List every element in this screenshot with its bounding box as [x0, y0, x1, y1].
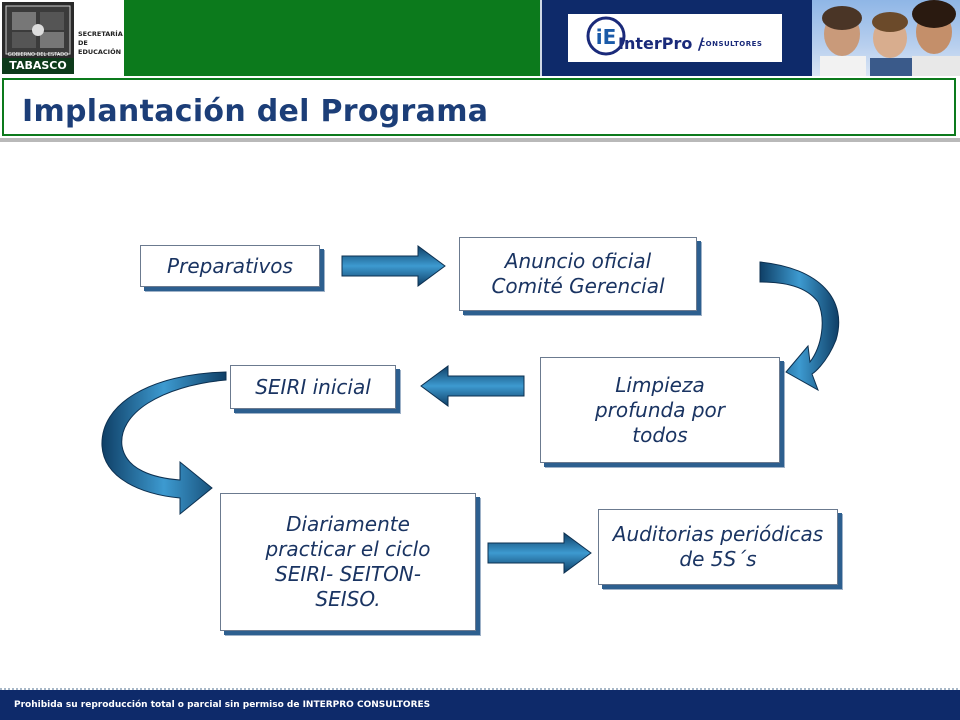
- arrow-preparativos-to-anuncio: [341, 245, 446, 287]
- logo-small-text: GOBIERNO DEL ESTADO: [7, 52, 69, 58]
- logo-name: TABASCO: [2, 58, 74, 74]
- step-limpieza-label: Limpieza profunda por todos: [594, 372, 725, 447]
- crest-icon: [2, 2, 74, 58]
- people-photo: [812, 0, 960, 76]
- page-title: Implantación del Programa: [22, 94, 489, 129]
- footer-text: Prohibida su reproducción total o parcia…: [14, 700, 431, 710]
- tabasco-logo: GOBIERNO DEL ESTADO TABASCO SECRETARÍA D…: [0, 0, 124, 80]
- step-seiri-label: SEIRI inicial: [255, 374, 371, 399]
- step-anuncio: Anuncio oficial Comité Gerencial: [459, 237, 697, 311]
- header-green-band: [124, 0, 540, 76]
- crest-graphic: [5, 5, 71, 55]
- arrow-diariamente-to-auditorias: [487, 532, 592, 574]
- arrow-anuncio-to-limpieza: [759, 261, 840, 392]
- people-photo-graphic: [820, 0, 960, 76]
- interpro-name: InterPro /: [618, 34, 704, 53]
- logo-secretaria: SECRETARÍA DE EDUCACIÓN: [78, 30, 123, 56]
- step-auditorias: Auditorias periódicas de 5S´s: [598, 509, 838, 585]
- interpro-mark-text: iE: [596, 25, 617, 49]
- arrow-seiri-to-diariamente: [101, 371, 227, 516]
- footer: [0, 690, 960, 720]
- title-bar-divider: [0, 138, 960, 142]
- step-diariamente-label: Diariamente practicar el ciclo SEIRI- SE…: [265, 512, 431, 611]
- step-preparativos-label: Preparativos: [167, 253, 293, 278]
- step-auditorias-label: Auditorias periódicas de 5S´s: [612, 522, 824, 571]
- step-preparativos: Preparativos: [140, 245, 320, 287]
- step-anuncio-label: Anuncio oficial Comité Gerencial: [491, 249, 665, 298]
- step-limpieza: Limpieza profunda por todos: [540, 357, 780, 463]
- interpro-sub: CONSULTORES: [700, 40, 763, 48]
- step-diariamente: Diariamente practicar el ciclo SEIRI- SE…: [220, 493, 476, 631]
- interpro-logo: iE: [568, 14, 782, 62]
- title-bar: [2, 78, 956, 136]
- step-seiri: SEIRI inicial: [230, 365, 396, 409]
- header: GOBIERNO DEL ESTADO TABASCO SECRETARÍA D…: [0, 0, 960, 80]
- arrow-limpieza-to-seiri: [420, 365, 525, 407]
- interpro-mark-icon: iE: [586, 16, 626, 56]
